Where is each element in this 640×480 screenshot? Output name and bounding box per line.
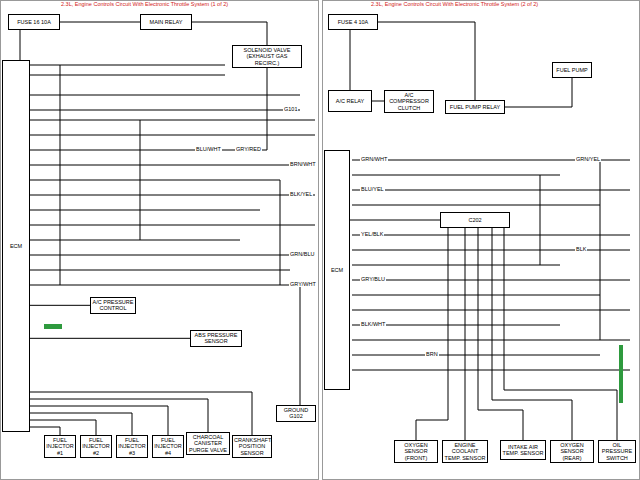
component-name: FUEL PUMP RELAY (447, 104, 503, 110)
injector-box: FUEL INJECTOR #4 (152, 435, 184, 458)
component-name: ABS PRESSURE SENSOR (192, 332, 240, 345)
wire-color-label: BLK/WHT (360, 321, 386, 327)
wire (30, 338, 190, 339)
sensor-box: OXYGEN SENSOR (FRONT) (394, 440, 438, 463)
ecm-connector: ECM (2, 60, 30, 432)
ecm-connector: ECM (324, 150, 350, 390)
wire-color-label: GRN/BLU (289, 251, 315, 257)
sensor-box: ABS PRESSURE SENSOR (190, 330, 242, 347)
wire-color-label: BLU/WHT (195, 146, 222, 152)
relay-box: A/C RELAY (328, 90, 372, 112)
wire (478, 228, 523, 440)
wire-color-label: GRN/YEL (575, 156, 601, 162)
component-name: OIL PRESSURE SWITCH (600, 442, 634, 461)
switch-box: OIL PRESSURE SWITCH (598, 440, 636, 463)
injector-box: FUEL INJECTOR #2 (80, 435, 112, 458)
component-name: FUEL INJECTOR #4 (154, 437, 182, 456)
wire (372, 101, 384, 102)
wire (378, 22, 475, 100)
wire (30, 68, 267, 150)
wire (30, 420, 96, 435)
component-name: FUEL PUMP (554, 67, 590, 73)
relay-box: MAIN RELAY (140, 14, 192, 30)
sensor-box: CRANKSHAFT POSITION SENSOR (232, 435, 272, 458)
component-name: CHARCOAL CANISTER PURGE VALVE (188, 434, 228, 453)
component-name: FUSE 4 10A (330, 19, 376, 25)
component-name: ECM (326, 267, 348, 273)
component-name: ENGINE COOLANT TEMP. SENSOR (444, 442, 486, 461)
wire-color-label: GRY/WHT (289, 281, 317, 287)
wire-color-label: YEL/BLK (360, 231, 384, 237)
component-name: A/C COMPRESSOR CLUTCH (386, 92, 432, 111)
wire (350, 30, 351, 90)
wire (30, 427, 60, 435)
wire-color-label: BRN/WHT (289, 161, 317, 167)
wire (192, 22, 267, 45)
panel-frame (1, 1, 319, 480)
component-name: FUSE 16 10A (10, 19, 58, 25)
panel-title: 2.3L, Engine Controls Circuit With Elect… (60, 1, 229, 7)
panel-title: 2.3L, Engine Controls Circuit With Elect… (370, 1, 539, 7)
wire (504, 228, 617, 440)
component-name: SOLENOID VALVE (EXHAUST GAS RECIRC.) (234, 47, 300, 66)
wire-color-label: GRN/WHT (360, 156, 388, 162)
sensor-box: INTAKE AIR TEMP. SENSOR (500, 440, 546, 460)
component-name: OXYGEN SENSOR (REAR) (552, 442, 592, 461)
clutch-box: A/C COMPRESSOR CLUTCH (384, 90, 434, 113)
valve-box: CHARCOAL CANISTER PURGE VALVE (186, 432, 230, 455)
pump-box: FUEL PUMP (552, 62, 592, 78)
relay-box: FUEL PUMP RELAY (445, 100, 505, 114)
component-name: ECM (4, 243, 28, 249)
component-name: OXYGEN SENSOR (FRONT) (396, 442, 436, 461)
panel-frame (323, 1, 640, 480)
wire-color-label: BRN (425, 351, 439, 357)
wire-color-label: BLK (575, 246, 587, 252)
wire (30, 392, 252, 435)
component-name: FUEL INJECTOR #2 (82, 437, 110, 456)
wire (30, 305, 90, 306)
wire-bundle (352, 160, 630, 370)
solenoid-box: SOLENOID VALVE (EXHAUST GAS RECIRC.) (232, 45, 302, 68)
wire (20, 30, 21, 60)
wire (350, 220, 440, 221)
wire-color-label: GRY/RED (235, 146, 262, 152)
component-name: INTAKE AIR TEMP. SENSOR (502, 444, 544, 457)
wire (30, 406, 168, 435)
fuse-box: FUSE 4 10A (328, 14, 378, 30)
component-name: MAIN RELAY (142, 19, 190, 25)
wire (416, 228, 448, 440)
ground-label: G101 (283, 106, 298, 112)
injector-box: FUEL INJECTOR #1 (44, 435, 76, 458)
component-name: FUEL INJECTOR #1 (46, 437, 74, 456)
ground-box: GROUNDG102 (276, 405, 316, 422)
component-name: FUEL INJECTOR #3 (118, 437, 146, 456)
sensor-box: ENGINE COOLANT TEMP. SENSOR (442, 440, 488, 463)
wire-bundle (30, 65, 315, 405)
component-name: CRANKSHAFT POSITION SENSOR (234, 437, 270, 456)
wire-color-label: BLK/YEL (289, 191, 313, 197)
wire-color-label: GRY/BLU (360, 276, 386, 282)
sensor-box: OXYGEN SENSOR (REAR) (550, 440, 594, 463)
component-name: C202 (442, 217, 508, 223)
sensor-box: A/C PRESSURE CONTROL (90, 297, 136, 314)
highlight-mark (619, 345, 623, 403)
component-name: A/C RELAY (330, 98, 370, 104)
fuse-box: FUSE 16 10A (8, 14, 60, 30)
wire (505, 78, 572, 107)
wire-color-label: BLU/YEL (360, 186, 385, 192)
wire (465, 228, 466, 440)
wire (30, 413, 132, 435)
component-name: G102 (278, 413, 314, 419)
injector-box: FUEL INJECTOR #3 (116, 435, 148, 458)
wire (60, 22, 140, 23)
component-name: A/C PRESSURE CONTROL (92, 299, 134, 312)
highlight-mark (44, 324, 62, 329)
connector-box: C202 (440, 212, 510, 228)
component-name: GROUND (278, 407, 314, 413)
